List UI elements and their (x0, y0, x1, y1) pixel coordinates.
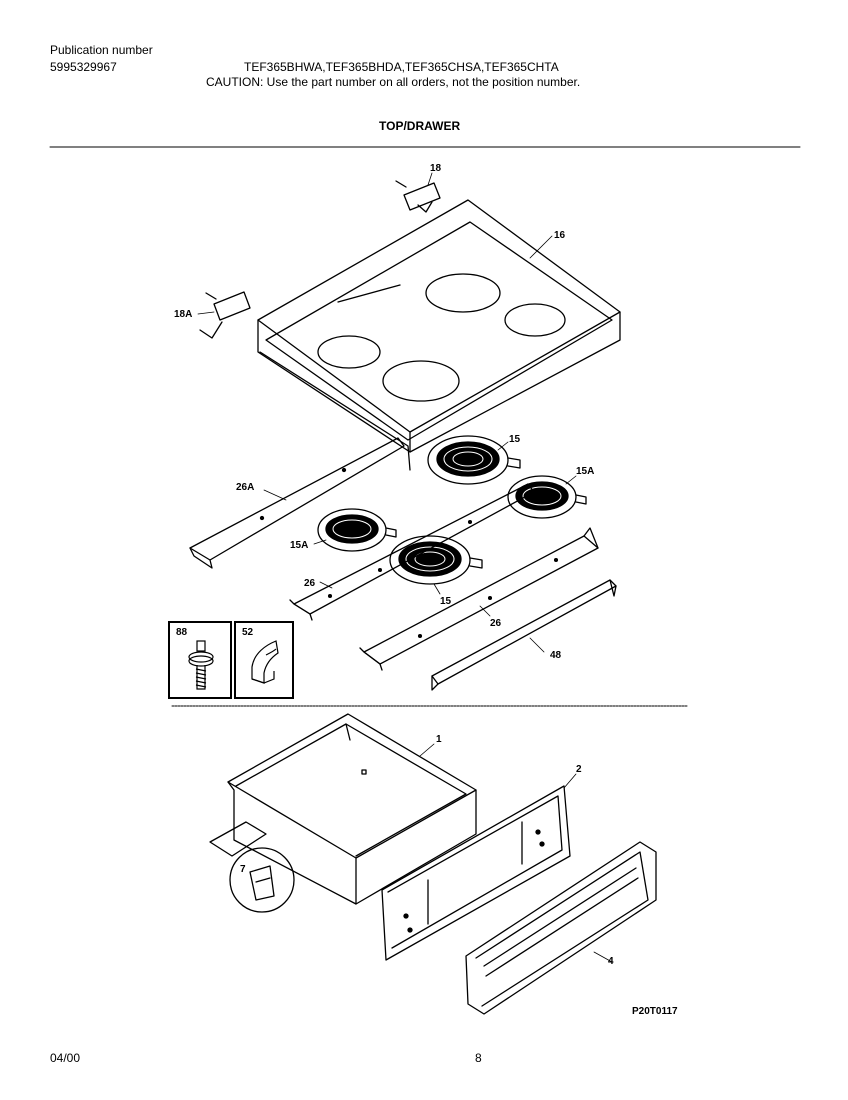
inset-box-88: 88 (168, 621, 232, 699)
drawer-front-trim-4 (465, 841, 657, 1015)
clip-icon (251, 640, 279, 684)
hinge-bracket-18 (395, 180, 441, 213)
label-48: 48 (550, 650, 562, 661)
label-52: 52 (242, 627, 254, 638)
label-26a: 26A (236, 482, 254, 493)
cooktop-top (257, 199, 621, 471)
hinge-bracket-18a (199, 291, 251, 339)
footer-date: 04/00 (50, 1051, 81, 1065)
caution-note: CAUTION: Use the part number on all orde… (206, 75, 581, 89)
inset-box-52: 52 (234, 621, 294, 699)
label-15a-right: 15A (576, 466, 594, 477)
label-16: 16 (554, 230, 566, 241)
surface-element-15-top (427, 435, 521, 485)
screw-icon (188, 640, 214, 690)
support-bracket-26-right (359, 527, 599, 671)
label-26-right: 26 (490, 618, 502, 629)
publication-number: 5995329967 (50, 60, 117, 74)
label-15-top: 15 (509, 434, 521, 445)
drawer-front-panel-2 (381, 785, 571, 961)
footer-page-number: 8 (475, 1051, 482, 1065)
label-4: 4 (608, 956, 614, 967)
trim-strip-48 (431, 579, 617, 691)
surface-element-15a-right (507, 475, 587, 519)
label-2: 2 (576, 764, 582, 775)
label-15a-left: 15A (290, 540, 308, 551)
section-title: TOP/DRAWER (379, 119, 461, 133)
label-15-bottom: 15 (440, 596, 452, 607)
surface-element-15-bottom (389, 535, 483, 585)
label-26-left: 26 (304, 578, 316, 589)
model-numbers: TEF365BHWA,TEF365BHDA,TEF365CHSA,TEF365C… (244, 60, 559, 74)
label-1: 1 (436, 734, 442, 745)
drawer-body (227, 713, 477, 905)
label-18: 18 (430, 163, 442, 174)
surface-element-15a-left (317, 508, 397, 552)
publication-label: Publication number (50, 43, 153, 57)
bracket-26a (189, 437, 405, 569)
label-7: 7 (240, 864, 246, 875)
label-88: 88 (176, 627, 188, 638)
drawing-code: P20T0117 (632, 1006, 678, 1017)
drawer-glide-7 (209, 821, 295, 913)
label-18a: 18A (174, 309, 192, 320)
support-bracket-26-left (289, 483, 535, 621)
